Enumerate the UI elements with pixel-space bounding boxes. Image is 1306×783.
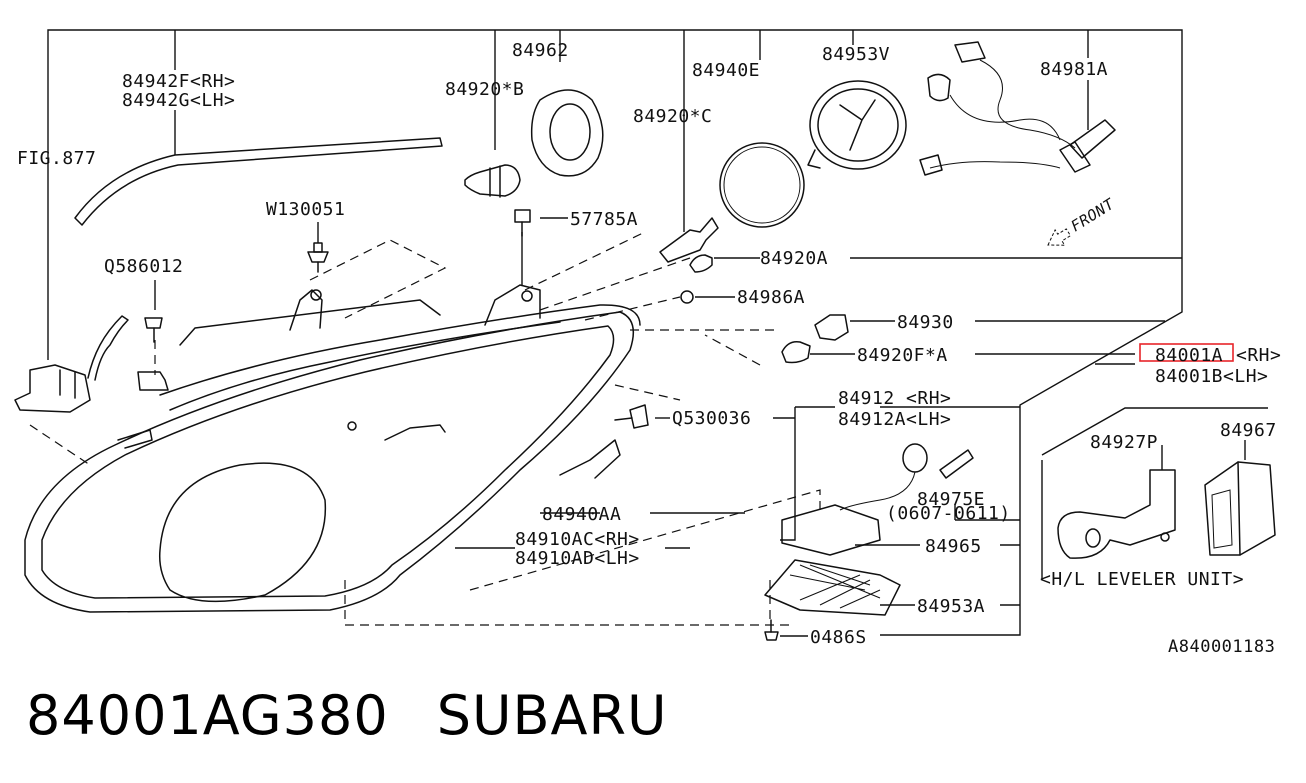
label-q530036: Q530036	[672, 408, 751, 429]
oring-84940e	[719, 142, 805, 228]
label-reference: A840001183	[1168, 637, 1275, 657]
label-84942g: 84942G<LH>	[122, 90, 235, 111]
bulb-84920c	[659, 217, 719, 263]
label-84975e: 84975E	[917, 489, 985, 510]
cover-84953v	[807, 80, 907, 170]
label-84940aa: 84940AA	[542, 504, 621, 525]
front-arrow	[1047, 228, 1072, 246]
label-84920a: 84920A	[760, 248, 828, 269]
brand-name: SUBARU	[436, 684, 668, 747]
label-84967: 84967	[1220, 420, 1277, 441]
page-title: 84001AG380 SUBARU	[26, 684, 716, 747]
label-84920f: 84920F*A	[857, 345, 948, 366]
bulb-84920b	[464, 164, 521, 198]
label-84981a: 84981A	[1040, 59, 1108, 80]
bolt-57785a	[514, 209, 531, 237]
label-fig877: FIG.877	[17, 148, 96, 169]
label-84953v: 84953V	[822, 44, 890, 65]
oring-84940e-inner	[723, 146, 801, 224]
label-84927p: 84927P	[1090, 432, 1158, 453]
frame-lines	[47, 29, 1268, 637]
label-84001a: 84001A	[1155, 345, 1223, 366]
label-0486s: 0486S	[810, 627, 867, 648]
label-84001a-side: <RH>	[1236, 345, 1281, 366]
label-84001b: 84001B<LH>	[1155, 366, 1268, 387]
label-84953a: 84953A	[917, 596, 985, 617]
trim-strip	[74, 137, 443, 226]
label-w130051: W130051	[266, 199, 345, 220]
screw-0486s	[764, 619, 779, 641]
label-84912a: 84912A<LH>	[838, 409, 951, 430]
label-leveler-unit: <H/L LEVELER UNIT>	[1040, 569, 1244, 590]
label-84940e: 84940E	[692, 60, 760, 81]
leveler-unit-84967	[1204, 461, 1276, 556]
label-84965: 84965	[925, 536, 982, 557]
bulb-84920a	[689, 254, 713, 273]
bracket-84927p	[1057, 469, 1176, 559]
label-84942f: 84942F<RH>	[122, 71, 235, 92]
part-number: 84001AG380	[26, 684, 389, 747]
part-labels: FIG.877 84942F<RH> 84942G<LH> 84962 8492…	[17, 40, 1281, 657]
label-front: FRONT	[1068, 195, 1118, 236]
grommet-84986a	[680, 290, 694, 304]
fig877-connector	[14, 315, 129, 413]
ballast-84965	[781, 504, 881, 556]
bracket-84953a	[764, 559, 901, 616]
label-84910ac: 84910AC<RH>	[515, 529, 640, 550]
harness-84981a	[919, 41, 1116, 176]
bracket-q586012	[137, 371, 169, 391]
dashed-guides	[29, 231, 821, 626]
label-57785a: 57785A	[570, 209, 638, 230]
label-84910ad: 84910AD<LH>	[515, 548, 640, 569]
label-84975e-note: (0607-0611)	[886, 503, 1011, 524]
bolt-w130051	[307, 242, 329, 273]
headlamp-housing	[24, 284, 641, 613]
socket-84930	[814, 314, 849, 341]
actuator-84975e	[839, 443, 974, 511]
label-84930: 84930	[897, 312, 954, 333]
label-q586012: Q586012	[104, 256, 183, 277]
bolt-q586012	[144, 317, 163, 343]
socket-84962	[530, 89, 604, 177]
bulb-84920f	[781, 340, 811, 364]
label-84962: 84962	[512, 40, 569, 61]
label-84912: 84912 <RH>	[838, 388, 951, 409]
screw-q530036	[614, 404, 649, 429]
label-84920c: 84920*C	[633, 106, 712, 127]
highlight-box-84001a	[1139, 343, 1234, 362]
label-84986a: 84986A	[737, 287, 805, 308]
label-84920b: 84920*B	[445, 79, 524, 100]
